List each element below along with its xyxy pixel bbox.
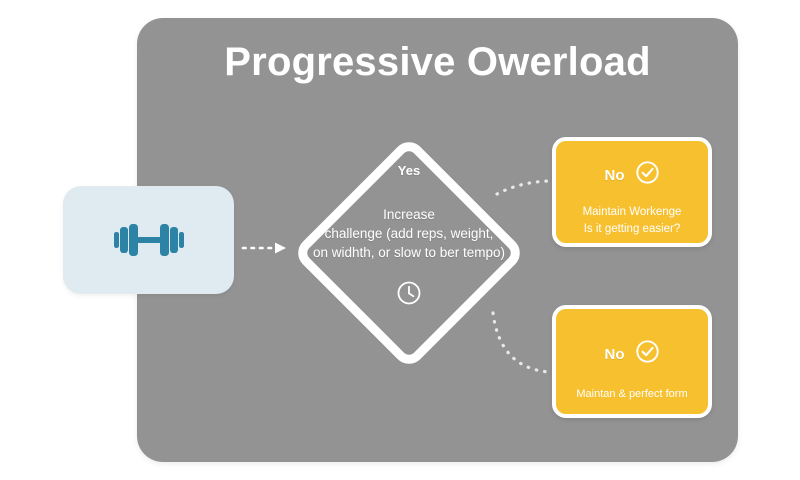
outcome-card-1-no-label: No (604, 166, 625, 184)
decision-body-line-1: Increase (383, 207, 435, 222)
outcome-card-1[interactable]: No Maintain Workenge Is it getting easie… (552, 137, 712, 247)
outcome-card-2-no-label: No (604, 345, 625, 363)
decision-body-text: Increase challenge (add reps, weight, on… (299, 205, 519, 262)
decision-body-line-2: challenge (add reps, weight, (324, 226, 494, 242)
clock-icon (396, 280, 422, 311)
start-node-card[interactable] (63, 186, 234, 294)
decision-node-content: Yes Increase challenge (add reps, weight… (292, 133, 526, 373)
check-circle-icon (635, 160, 660, 190)
page-title: Progressive Owerload (224, 40, 651, 84)
dumbbell-icon (63, 186, 234, 294)
outcome-card-1-line-1: Maintain Workenge (582, 206, 682, 218)
outcome-card-2-line-1: Maintan & perfect form (576, 388, 688, 400)
decision-node[interactable]: Yes Increase challenge (add reps, weight… (291, 133, 527, 373)
decision-yes-label: Yes (397, 163, 421, 178)
check-circle-icon (635, 339, 660, 369)
outcome-card-2[interactable]: No Maintan & perfect form (552, 305, 712, 418)
outcome-card-1-line-2: Is it getting easier? (583, 222, 681, 235)
decision-body-line-3: on widhth, or slow to ber tempo) (312, 245, 506, 261)
outcome-card-1-header: No (605, 160, 660, 190)
outcome-card-2-header: No (605, 339, 660, 369)
outcome-card-2-text: Maintan & perfect form (556, 387, 708, 403)
outcome-card-1-text: Maintain Workenge Is it getting easier? (556, 204, 708, 237)
